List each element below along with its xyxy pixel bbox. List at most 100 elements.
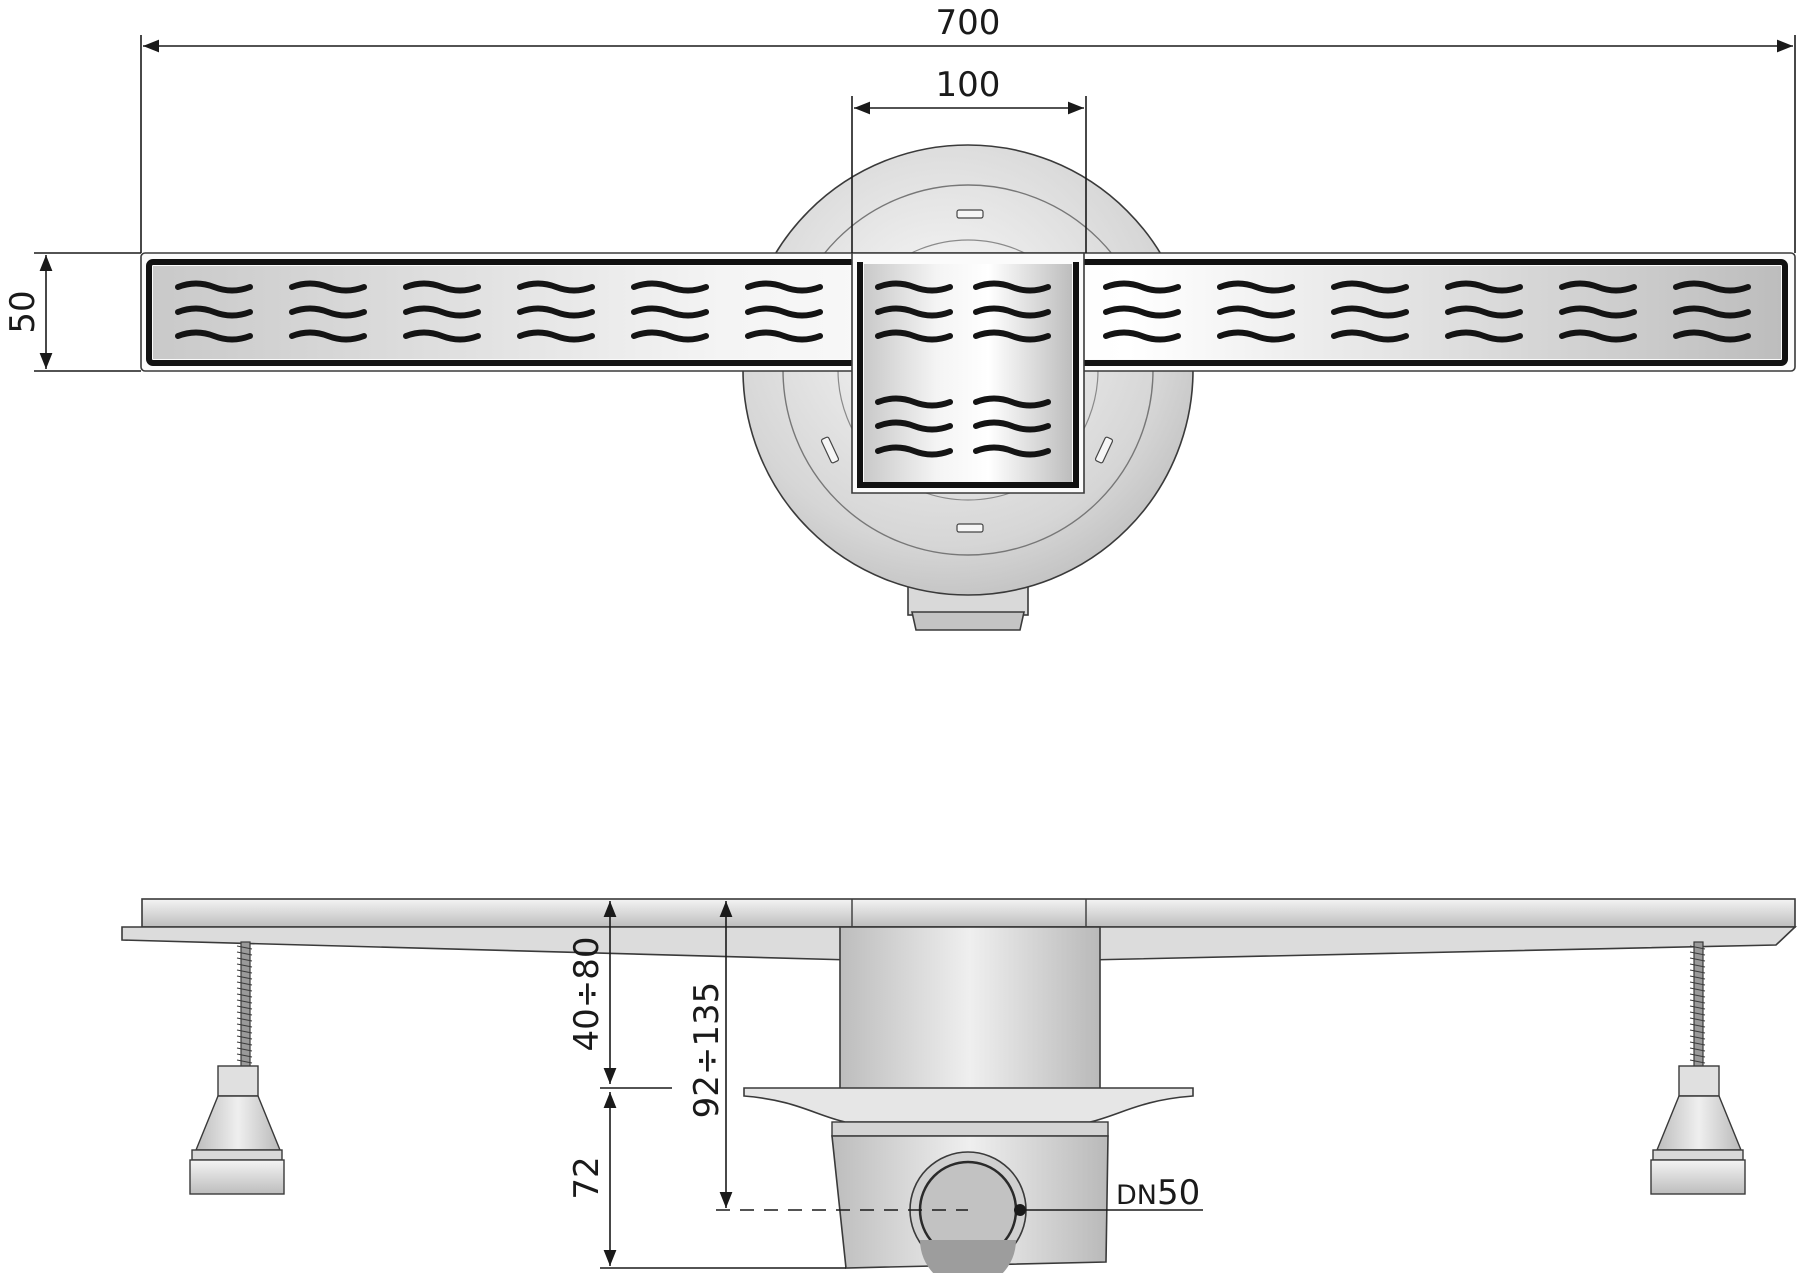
grate-slot bbox=[517, 280, 595, 294]
thread-line bbox=[1689, 999, 1706, 1004]
thread-line bbox=[1689, 1005, 1706, 1010]
outlet-leader-dot bbox=[1014, 1204, 1026, 1216]
grate-slot bbox=[403, 280, 481, 294]
grate-slot bbox=[1559, 280, 1637, 294]
thread-line bbox=[1689, 963, 1706, 968]
thread-line bbox=[1689, 975, 1706, 980]
thread-line bbox=[1689, 1053, 1706, 1058]
thread-line bbox=[236, 1005, 253, 1010]
thread-line bbox=[1689, 1023, 1706, 1028]
grate-slot bbox=[1331, 329, 1409, 343]
grate-slot bbox=[631, 329, 709, 343]
side-view bbox=[121, 898, 1797, 1273]
grate-slot bbox=[1559, 329, 1637, 343]
top-view bbox=[140, 144, 1796, 631]
thread-line bbox=[1689, 993, 1706, 998]
thread-line bbox=[236, 975, 253, 980]
grate-slot bbox=[403, 329, 481, 343]
grate-slot bbox=[1217, 305, 1295, 319]
thread-line bbox=[1689, 1047, 1706, 1052]
grate-slot bbox=[289, 305, 367, 319]
grate-slots bbox=[175, 280, 1751, 458]
grate-slot bbox=[745, 305, 823, 319]
grate-slot bbox=[973, 280, 1051, 294]
grate-slot bbox=[631, 305, 709, 319]
thread-line bbox=[1689, 981, 1706, 986]
thread-line bbox=[1689, 1035, 1706, 1040]
grate-slot bbox=[973, 329, 1051, 343]
dim-outlet-width: 100 bbox=[936, 65, 1001, 105]
grate-slot bbox=[1103, 329, 1181, 343]
grate-slot bbox=[973, 395, 1051, 409]
grate-slot bbox=[517, 305, 595, 319]
thread-line bbox=[1689, 1017, 1706, 1022]
dim-outlet-number: 50 bbox=[1157, 1173, 1200, 1213]
grate-slot bbox=[289, 280, 367, 294]
thread-line bbox=[1689, 1041, 1706, 1046]
grate-slot bbox=[1445, 280, 1523, 294]
thread-line bbox=[236, 1011, 253, 1016]
grate-slot bbox=[1331, 305, 1409, 319]
side-plate bbox=[141, 898, 1796, 928]
grate-slot bbox=[175, 305, 253, 319]
thread-line bbox=[236, 1029, 253, 1034]
leveling-foot-left bbox=[189, 941, 285, 1195]
grate-slot bbox=[973, 305, 1051, 319]
thread-line bbox=[236, 1059, 253, 1064]
grate-slot bbox=[1217, 280, 1295, 294]
grate-slot bbox=[175, 280, 253, 294]
grate-slot bbox=[1673, 329, 1751, 343]
thread-line bbox=[1689, 951, 1706, 956]
thread-line bbox=[236, 1017, 253, 1022]
trap-body-side bbox=[839, 926, 1101, 1091]
thread-line bbox=[1689, 969, 1706, 974]
grate-slot bbox=[175, 329, 253, 343]
dimensions: 700 100 50 40÷80 72 92÷135 DN50 bbox=[3, 3, 1796, 1269]
dim-total-height: 92÷135 bbox=[687, 982, 727, 1119]
grate-slot bbox=[875, 280, 953, 294]
thread-line bbox=[236, 993, 253, 998]
dim-adjust-height: 40÷80 bbox=[567, 936, 607, 1051]
thread-line bbox=[236, 945, 253, 950]
dim-outlet-size: DN50 bbox=[1116, 1173, 1200, 1213]
thread-line bbox=[236, 957, 253, 962]
grate-slot bbox=[517, 329, 595, 343]
thread-line bbox=[236, 1047, 253, 1052]
grate-slot bbox=[875, 395, 953, 409]
grate-slot bbox=[1217, 329, 1295, 343]
outlet-pipe bbox=[909, 1151, 1027, 1273]
grate-slot bbox=[745, 329, 823, 343]
dim-channel-width: 50 bbox=[3, 290, 43, 333]
grate-slot bbox=[875, 419, 953, 433]
grate-slot bbox=[1103, 280, 1181, 294]
grate-slot bbox=[1673, 305, 1751, 319]
dim-trap-height: 72 bbox=[567, 1156, 607, 1199]
thread-line bbox=[1689, 1059, 1706, 1064]
thread-line bbox=[236, 981, 253, 986]
grate-slot bbox=[1445, 305, 1523, 319]
thread-line bbox=[236, 951, 253, 956]
grate-slot bbox=[1103, 305, 1181, 319]
grate-slot bbox=[403, 305, 481, 319]
thread-line bbox=[236, 999, 253, 1004]
trap-flange bbox=[743, 1087, 1194, 1123]
grate-slot bbox=[973, 444, 1051, 458]
dim-outlet-prefix: DN bbox=[1116, 1180, 1157, 1211]
thread-line bbox=[236, 1041, 253, 1046]
grate-slot bbox=[631, 280, 709, 294]
grate-slot bbox=[1331, 280, 1409, 294]
grate-slot bbox=[745, 280, 823, 294]
dim-overall-length: 700 bbox=[936, 3, 1001, 43]
grate-slot bbox=[973, 419, 1051, 433]
thread-line bbox=[236, 969, 253, 974]
thread-line bbox=[236, 987, 253, 992]
grate-slot bbox=[1673, 280, 1751, 294]
thread-line bbox=[1689, 1011, 1706, 1016]
thread-line bbox=[236, 963, 253, 968]
grate-slot bbox=[875, 305, 953, 319]
grate-slot bbox=[289, 329, 367, 343]
grate-slot bbox=[1445, 329, 1523, 343]
thread-line bbox=[1689, 987, 1706, 992]
thread-line bbox=[1689, 945, 1706, 950]
